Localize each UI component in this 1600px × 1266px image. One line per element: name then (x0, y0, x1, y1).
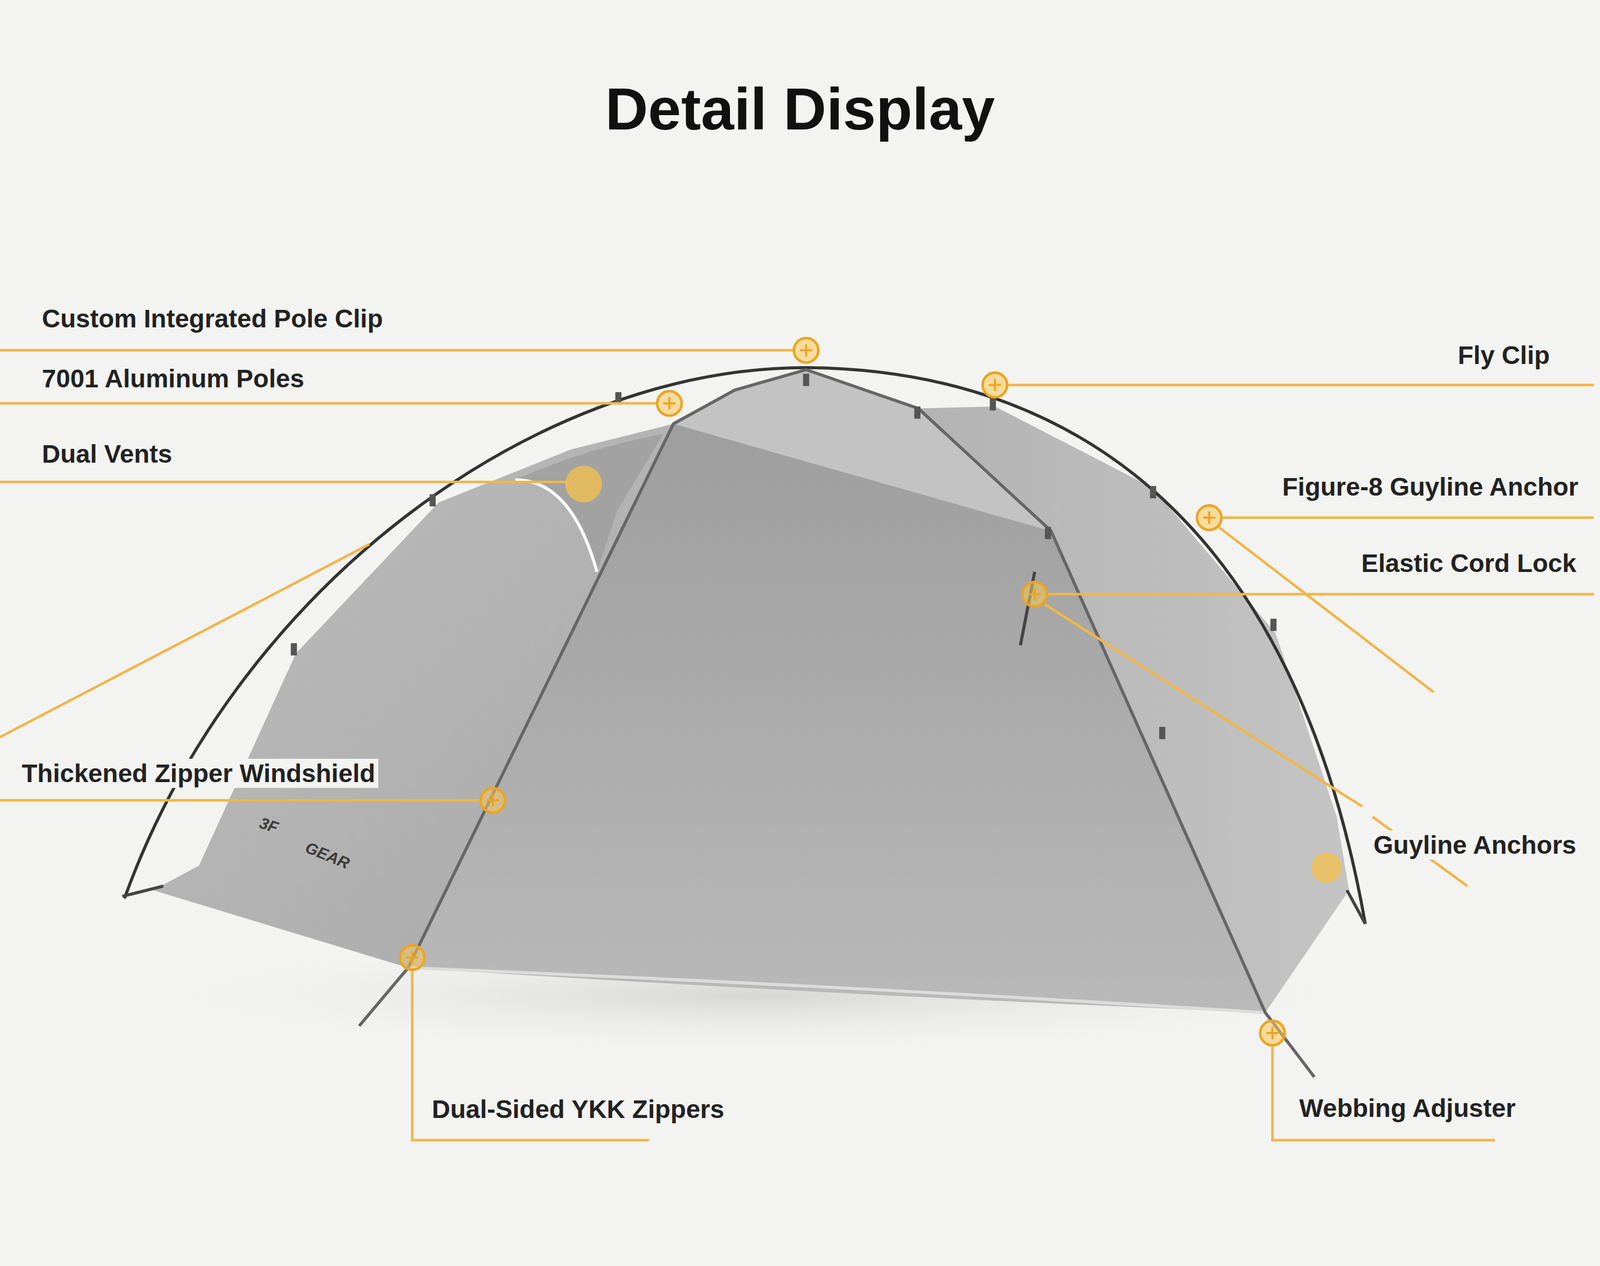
callout-label: Thickened Zipper Windshield (18, 758, 379, 788)
page-title: Detail Display (0, 75, 1600, 144)
callout-label: Figure-8 Guyline Anchor (1279, 472, 1582, 502)
stake (122, 885, 1366, 924)
callout-label: Guyline Anchors (1370, 830, 1580, 860)
callout-label: Webbing Adjuster (1296, 1093, 1519, 1123)
callout-label: Dual-Sided YKK Zippers (428, 1094, 728, 1124)
pole (806, 369, 1315, 1077)
pole-clips (290, 373, 1277, 739)
callout-label: Custom Integrated Pole Clip (38, 303, 387, 334)
bathtub-edge (407, 967, 1266, 1013)
callout-dots (400, 337, 1342, 1046)
tent-front-panel (407, 423, 1266, 1013)
pole (124, 367, 1366, 924)
pole (359, 369, 806, 1026)
callout-label: 7001 Aluminum Poles (38, 363, 308, 394)
callout-label: Dual Vents (38, 439, 176, 469)
leader-lines (0, 350, 1594, 1141)
callout-label: Fly Clip (1454, 340, 1553, 370)
callout-label: Elastic Cord Lock (1358, 548, 1580, 578)
